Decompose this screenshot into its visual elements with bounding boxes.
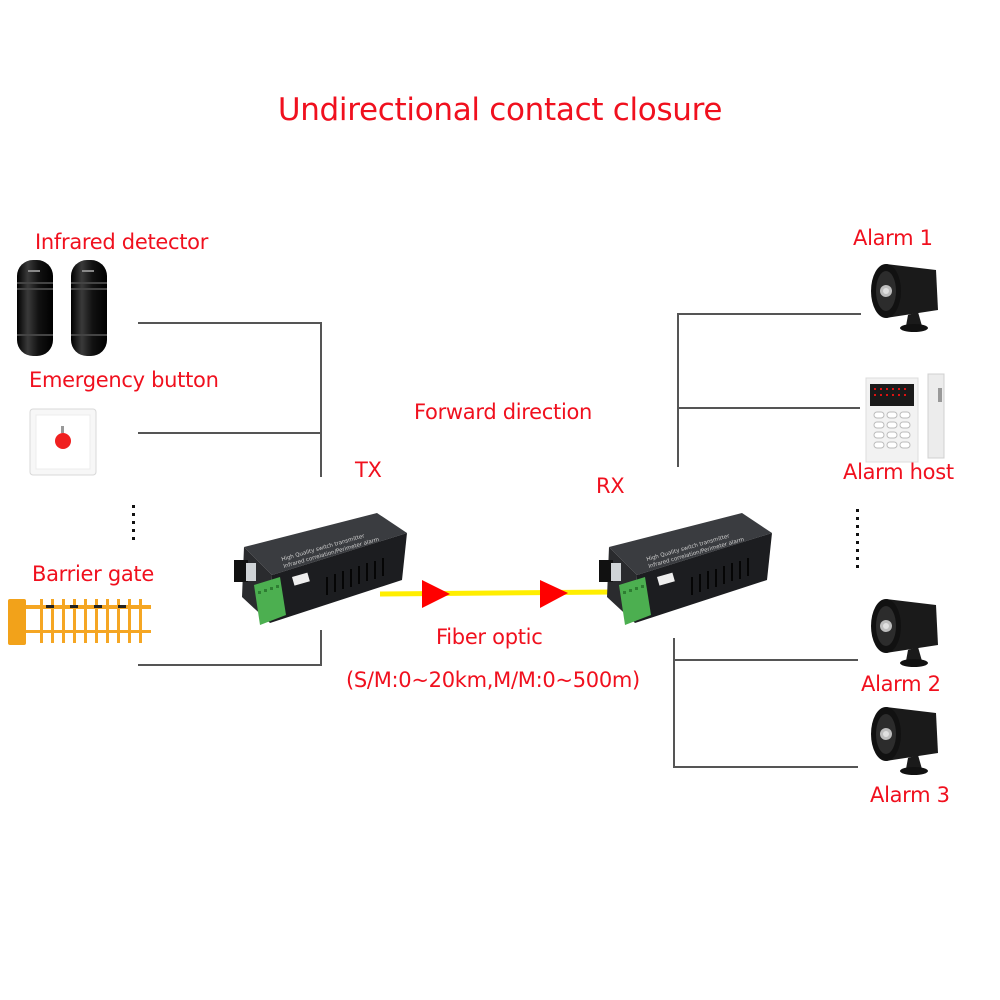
fiber-optic-cable — [379, 589, 616, 597]
wire-infrared-detector — [138, 322, 321, 324]
barrier-gate-label: Barrier gate — [32, 562, 154, 586]
wire-left-bus — [320, 322, 322, 477]
infrared-detector-label: Infrared detector — [35, 230, 209, 254]
alarm-3-label: Alarm 3 — [870, 783, 950, 807]
fiber-optic-label: Fiber optic — [436, 625, 543, 649]
barrier-gate-icon — [8, 599, 151, 645]
wire-right-bus-bottom — [673, 638, 675, 768]
siren-icon — [871, 264, 938, 332]
wire-alarm-host — [677, 407, 860, 409]
alarm-keypad-icon — [865, 373, 945, 463]
alarm-2-label: Alarm 2 — [861, 672, 941, 696]
wire-alarm-3 — [673, 766, 858, 768]
rx-device: High Quality switch transmitter Infrared… — [599, 513, 772, 625]
wire-right-bus-top — [677, 313, 679, 467]
wire-tx-down — [320, 630, 322, 666]
emergency-button-icon — [29, 408, 97, 476]
infrared-detector-icon — [17, 260, 107, 356]
forward-arrow-2 — [540, 580, 568, 608]
fiber-spec-label: (S/M:0~20km,M/M:0~500m) — [346, 668, 640, 692]
wire-alarm-2 — [673, 659, 858, 661]
diagram-title: Undirectional contact closure — [277, 92, 723, 128]
forward-direction-label: Forward direction — [414, 400, 593, 424]
more-outputs-ellipsis — [856, 509, 859, 573]
siren-icon — [871, 599, 938, 667]
tx-device: High Quality switch transmitter Infrared… — [234, 513, 407, 625]
forward-arrow-1 — [422, 580, 450, 608]
wire-alarm-1 — [677, 313, 861, 315]
fiber-link — [379, 580, 616, 608]
alarm-1-label: Alarm 1 — [853, 226, 933, 250]
tx-label: TX — [355, 458, 382, 482]
emergency-button-label: Emergency button — [29, 368, 219, 392]
rx-label: RX — [596, 474, 625, 498]
siren-icon — [871, 707, 938, 775]
wire-barrier-gate — [138, 664, 321, 666]
wire-emergency-button — [138, 432, 321, 434]
alarm-host-label: Alarm host — [843, 460, 954, 484]
more-inputs-ellipsis — [132, 505, 135, 545]
